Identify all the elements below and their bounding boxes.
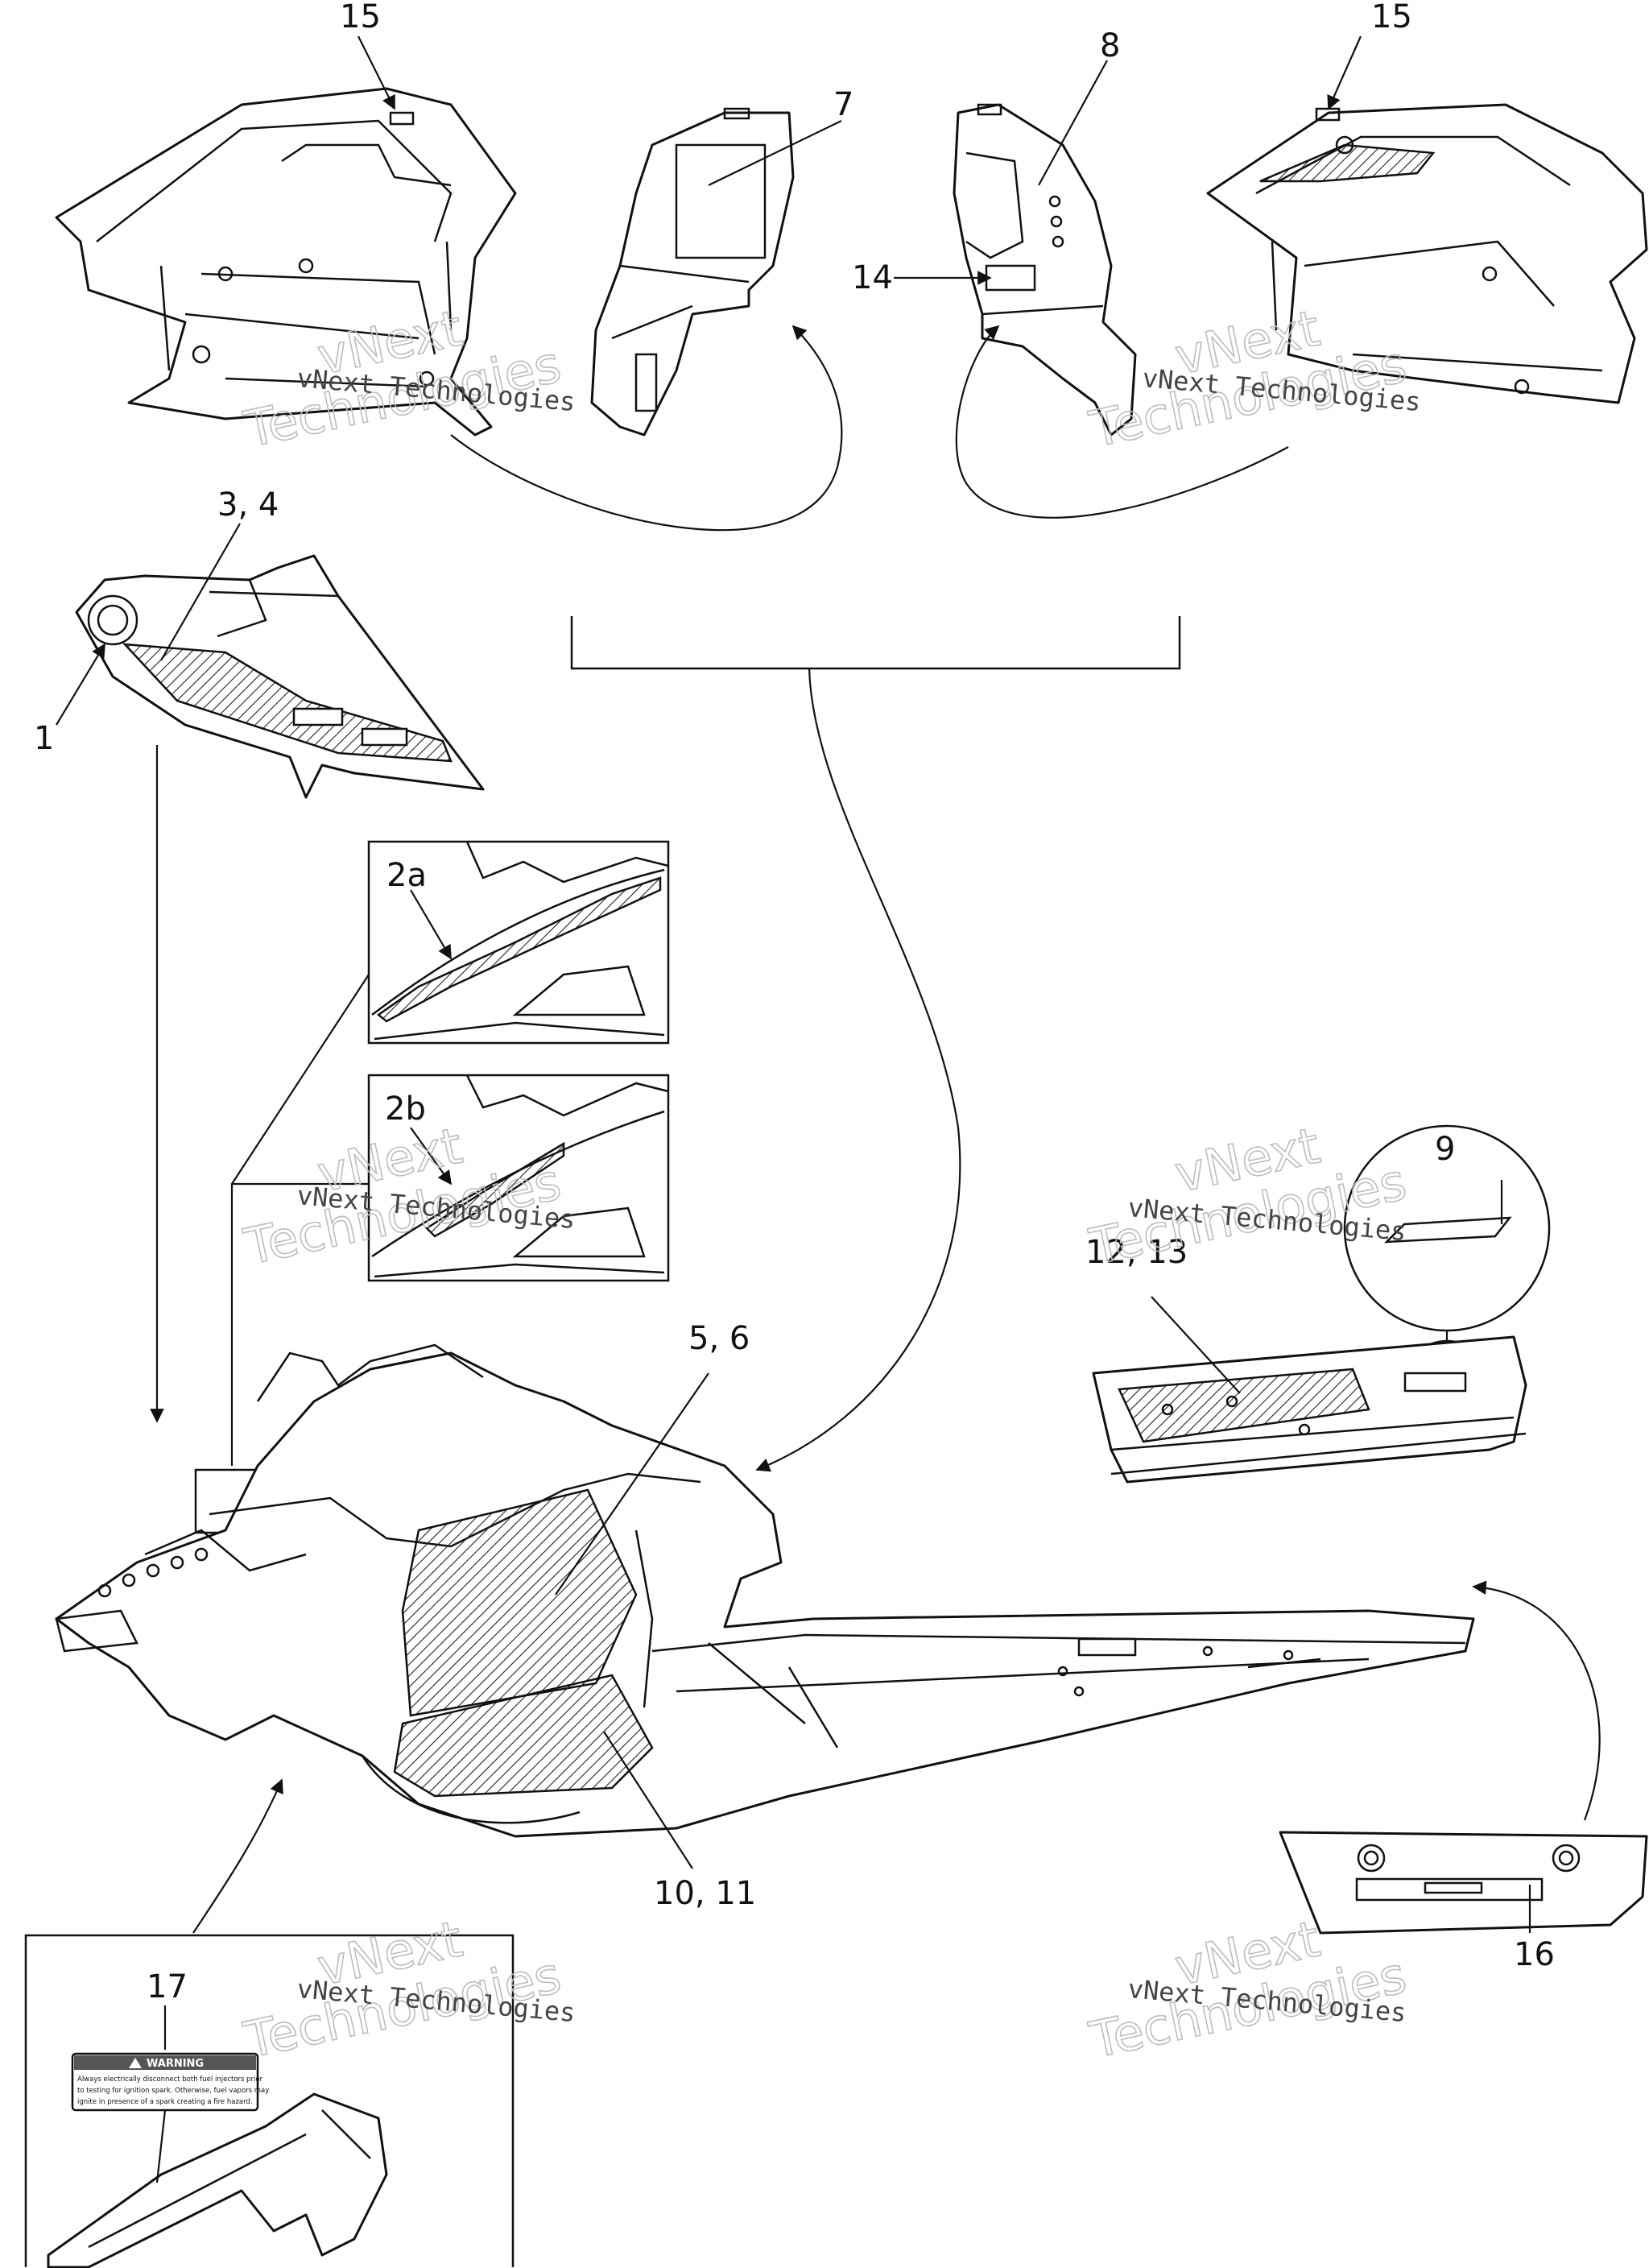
callout-8: 8: [1100, 27, 1120, 64]
main-snowmobile-body: [55, 1343, 1475, 1838]
inset-2a: [367, 840, 670, 1045]
callout-2b: 2b: [385, 1091, 426, 1128]
watermark-4: vNext Technologies vNext Technologies: [1084, 1115, 1411, 1277]
callout-3-4: 3, 4: [217, 486, 279, 524]
callout-14: 14: [852, 259, 893, 296]
callout-17: 17: [147, 1968, 188, 2005]
callout-7: 7: [833, 86, 853, 123]
watermark-6: vNext Technologies vNext Technologies: [1084, 1909, 1411, 2071]
callout-2a: 2a: [386, 857, 427, 894]
tunnel-detail: [1092, 1124, 1551, 1484]
inset-2b: [367, 1074, 670, 1282]
watermark-3: vNext Technologies vNext Technologies: [238, 1115, 577, 1277]
warning-label-inset: [24, 1934, 515, 2268]
right-console-panel: [953, 103, 1137, 437]
watermark-5: vNext Technologies vNext Technologies: [238, 1909, 577, 2071]
callout-16: 16: [1514, 1936, 1555, 1973]
callout-10-11: 10, 11: [654, 1875, 756, 1912]
callout-15-left: 15: [340, 0, 381, 35]
right-side-panel: [1206, 103, 1648, 404]
nose-panel: [75, 554, 485, 799]
warning-line-1: Always electrically disconnect both fuel…: [77, 2076, 263, 2084]
callout-5-6: 5, 6: [688, 1320, 750, 1357]
left-side-panel: [55, 87, 517, 437]
left-console-panel: [590, 107, 795, 437]
warning-line-3: ignite in presence of a spark creating a…: [77, 2098, 253, 2106]
warning-heading: WARNING: [147, 2058, 204, 2070]
callout-9: 9: [1435, 1131, 1455, 1168]
callout-15-right: 15: [1371, 0, 1412, 35]
rear-panel: [1279, 1831, 1648, 1935]
warning-line-2: to testing for ignition spark. Otherwise…: [77, 2087, 269, 2095]
callout-1: 1: [34, 720, 54, 757]
callout-12-13: 12, 13: [1085, 1234, 1188, 1271]
